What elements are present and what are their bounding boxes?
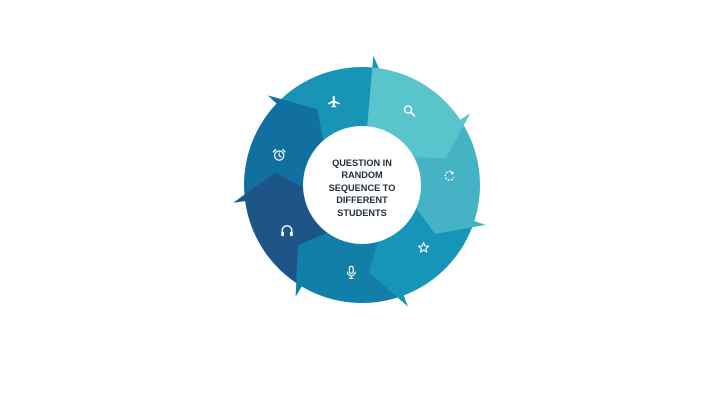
center-label-line-1: QUESTION IN [332,157,392,168]
headphones-icon [281,225,293,237]
refresh-icon [444,170,455,181]
airplane-icon [327,95,340,108]
center-label-line-4: DIFFERENT [336,195,388,206]
center-label: QUESTION IN RANDOM SEQUENCE TO DIFFERENT… [319,152,405,224]
alarm-clock-icon [272,149,286,161]
center-label-line-5: STUDENTS [337,207,387,218]
star-icon [417,241,430,253]
center-label-line-3: SEQUENCE TO [328,182,396,193]
microphone-icon [346,265,356,279]
center-circle [303,126,421,244]
search-icon [403,105,416,117]
center-label-line-2: RANDOM [341,170,383,181]
